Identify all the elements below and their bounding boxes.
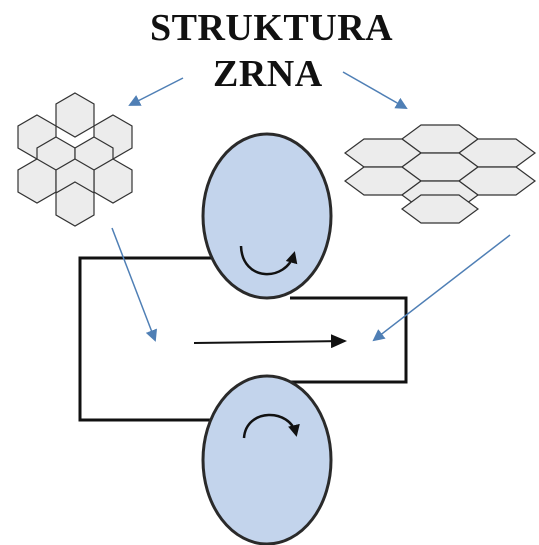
diagram-title-line-1: STRUKTURA (150, 7, 394, 49)
equiaxed-grain-cell (55, 92, 95, 138)
pointer-arrow-elongated-to-strip (372, 234, 511, 342)
equiaxed-grain-cell (55, 181, 95, 227)
workpiece-left-outline (78, 256, 212, 422)
workpiece-right-outline (290, 296, 408, 384)
top-roller (201, 132, 333, 300)
elongated-grain-cell (400, 194, 480, 224)
rolling-direction-arrow (193, 334, 347, 349)
diagram-title-line-2: ZRNA (213, 53, 323, 95)
pointer-arrow-title-to-elongated (342, 71, 408, 109)
equiaxed-grain-structure-icon (17, 92, 133, 227)
pointer-arrow-title-to-equiaxed (128, 77, 184, 106)
clockwise-rotation-arrow-icon (242, 413, 300, 439)
bottom-roller (201, 374, 333, 545)
counterclockwise-rotation-arrow-icon (239, 245, 298, 276)
elongated-grain-structure-icon (343, 124, 537, 224)
pointer-arrow-equiaxed-to-workpiece (111, 227, 158, 342)
